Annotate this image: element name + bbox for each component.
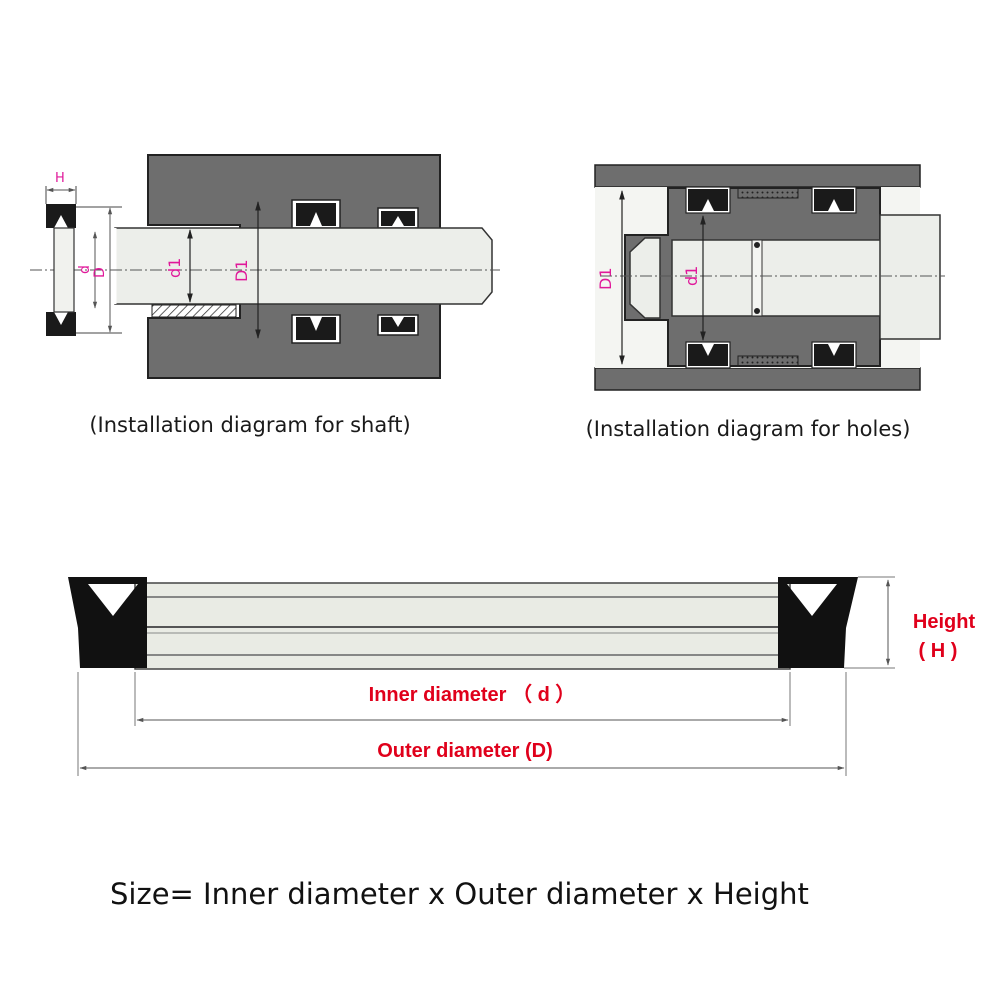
- hole-oring-top: [754, 242, 760, 248]
- hole-rod: [671, 239, 921, 317]
- hole-bore-wall-bottom: [594, 367, 921, 391]
- hole-caption: (Installation diagram for holes): [586, 417, 911, 441]
- outer-diameter-label: Outer diameter (D): [377, 740, 553, 762]
- inner-diameter-label: Inner diameter （ d ）: [369, 683, 576, 706]
- shaft-seal-section-top: [46, 204, 76, 228]
- shaft-installation-diagram: H d D d1 D1 (Installation diagram for sh…: [30, 154, 500, 437]
- shaft-label-d: d: [77, 265, 93, 274]
- shaft-label-D: D: [92, 267, 108, 278]
- seal-profile-right: [778, 577, 858, 668]
- shaft-seal-bottom: [296, 317, 336, 340]
- shaft-label-D1: D1: [232, 260, 251, 283]
- hole-seal-bottom-right: [814, 344, 854, 366]
- shaft-bushing: [151, 304, 237, 318]
- height-label: Height: [913, 611, 976, 633]
- hole-nut: [629, 237, 661, 319]
- hole-oring-bottom: [754, 308, 760, 314]
- hole-inner-oring: [751, 239, 763, 317]
- hole-label-D1: D1: [596, 268, 615, 291]
- shaft-label-d1: d1: [165, 258, 184, 278]
- hole-wear-strip-top: [737, 187, 799, 199]
- seal-profile-left: [68, 577, 147, 668]
- hole-rod-end: [879, 214, 941, 340]
- hole-installation-diagram: D1 d1 (Installation diagram for holes): [586, 164, 945, 441]
- shaft-seal-bottom-2: [381, 317, 415, 332]
- seal-profile: Height ( H ) Inner diameter （ d ） Outer …: [68, 576, 976, 776]
- hole-bore-wall-top: [594, 164, 921, 188]
- shaft-seal-top-2: [381, 211, 415, 226]
- hole-seal-top-right: [814, 189, 854, 211]
- hole-seal-top-left: [688, 189, 728, 211]
- shaft-seal-section-body: [53, 227, 75, 313]
- shaft-seal-section-bottom: [46, 312, 76, 336]
- size-formula: Size= Inner diameter x Outer diameter x …: [110, 877, 809, 911]
- hole-seal-bottom-left: [688, 344, 728, 366]
- hole-label-d1: d1: [682, 266, 701, 286]
- shaft-caption: (Installation diagram for shaft): [89, 413, 410, 437]
- shaft-seal-top: [296, 203, 336, 226]
- hole-wear-strip-bottom: [737, 355, 799, 367]
- height-symbol: ( H ): [919, 640, 958, 662]
- shaft-label-h: H: [55, 171, 65, 186]
